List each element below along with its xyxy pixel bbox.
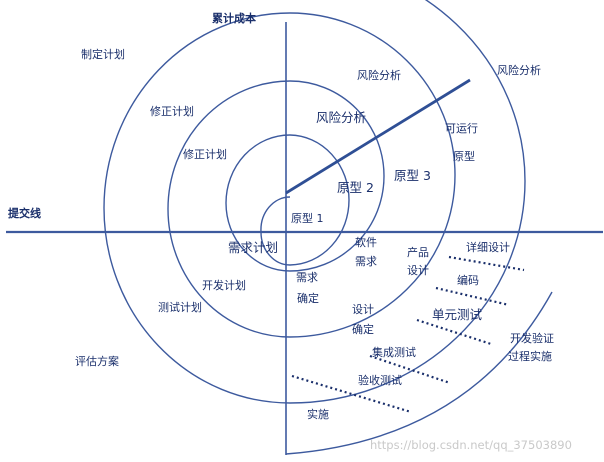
separator-detail-design bbox=[448, 255, 525, 272]
label-dev-verification: 开发验证 bbox=[510, 331, 554, 345]
spiral-loop-3 bbox=[167, 80, 385, 338]
outer-bottom-arc bbox=[285, 291, 553, 455]
label-design: 设计 bbox=[352, 303, 374, 316]
label-software: 软件 bbox=[355, 235, 377, 249]
label-revise-plan-outer: 修正计划 bbox=[150, 104, 194, 118]
separator-coding bbox=[435, 286, 510, 307]
label-prototype-3: 原型 3 bbox=[394, 168, 431, 183]
spiral-loop-5 bbox=[289, 0, 526, 404]
label-design-confirmed: 确定 bbox=[352, 322, 374, 336]
label-requirements: 需求 bbox=[296, 271, 318, 284]
label-implementation: 实施 bbox=[307, 407, 329, 421]
label-detailed-design: 详细设计 bbox=[466, 240, 510, 254]
label-unit-testing: 单元测试 bbox=[432, 307, 483, 322]
vertical-axis-label: 累计成本 bbox=[212, 11, 256, 25]
label-prototype-1: 原型 1 bbox=[291, 211, 324, 225]
label-risk-analysis-inner: 风险分析 bbox=[316, 110, 366, 125]
spiral-loop-2 bbox=[225, 134, 350, 272]
label-product: 产品 bbox=[407, 245, 429, 259]
label-requirements-plan: 需求计划 bbox=[228, 240, 278, 255]
label-coding: 编码 bbox=[457, 273, 479, 287]
separator-integration bbox=[369, 354, 451, 385]
label-make-plan: 制定计划 bbox=[81, 47, 125, 61]
label-revise-plan-inner: 修正计划 bbox=[183, 147, 227, 161]
label-product-design: 设计 bbox=[407, 264, 429, 277]
watermark-text: https://blog.csdn.net/qq_37503890 bbox=[370, 438, 572, 452]
label-runnable: 可运行 bbox=[445, 122, 478, 135]
label-development-plan: 开发计划 bbox=[202, 278, 246, 292]
label-acceptance-testing: 验收测试 bbox=[358, 373, 402, 387]
horizontal-axis-label: 提交线 bbox=[8, 206, 41, 220]
risk-analysis-line bbox=[285, 78, 471, 195]
label-risk-analysis-outer: 风险分析 bbox=[357, 68, 401, 82]
label-integration-testing: 集成测试 bbox=[372, 345, 416, 359]
spiral-loop-1 bbox=[260, 196, 291, 266]
label-software-requirements: 需求 bbox=[355, 255, 377, 268]
spiral-loop-4 bbox=[103, 12, 456, 404]
label-prototype-2: 原型 2 bbox=[337, 180, 374, 195]
separator-acceptance bbox=[291, 374, 412, 414]
label-risk-analysis-far: 风险分析 bbox=[497, 63, 541, 77]
label-test-plan: 测试计划 bbox=[158, 301, 202, 314]
label-runnable-prototype: 原型 bbox=[453, 149, 475, 163]
label-evaluation-plan: 评估方案 bbox=[75, 354, 119, 368]
label-process-implementation: 过程实施 bbox=[508, 349, 552, 363]
label-requirements-confirmed: 确定 bbox=[297, 291, 319, 305]
